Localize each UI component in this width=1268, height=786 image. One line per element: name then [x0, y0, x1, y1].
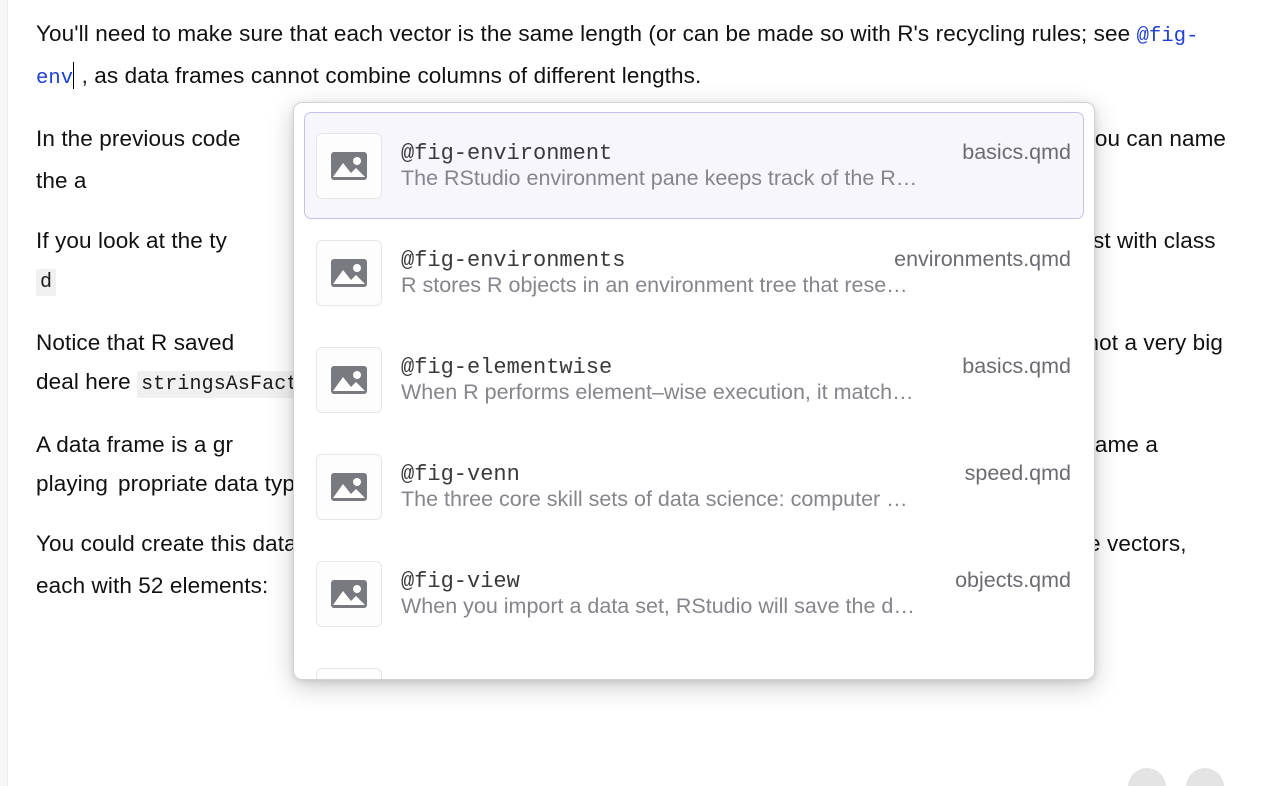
autocomplete-item-body: @fig-environment basics.qmd The RStudio … [401, 140, 1071, 191]
autocomplete-item-title: @fig-venn [401, 462, 520, 487]
autocomplete-item-description: When R performs element–wise execution, … [401, 380, 914, 404]
paragraph-2-text-1: In the previous code [36, 126, 241, 151]
image-placeholder-icon [316, 453, 382, 520]
autocomplete-item-file: environments.qmd [894, 247, 1071, 271]
editor-gutter-strip [0, 0, 8, 786]
autocomplete-item-fig-view[interactable]: @fig-view objects.qmd When you import a … [304, 540, 1084, 647]
paragraph-3-text-1: If you look at the ty [36, 228, 227, 253]
autocomplete-item-title: @fig-elementwise [401, 355, 613, 380]
autocomplete-item-fig-elementwise[interactable]: @fig-elementwise basics.qmd When R perfo… [304, 326, 1084, 433]
autocomplete-item-title: @fig-environments [401, 248, 626, 273]
autocomplete-item-description: R stores R objects in an environment tre… [401, 273, 908, 297]
settings-button[interactable] [1186, 768, 1224, 786]
text-caret [73, 62, 75, 89]
help-button[interactable] [1128, 768, 1166, 786]
autocomplete-item-body: @fig-environments environments.qmd R sto… [401, 247, 1071, 298]
autocomplete-item-description: When you import a data set, RStudio will… [401, 594, 915, 618]
autocomplete-item-fig-venn[interactable]: @fig-venn speed.qmd The three core skill… [304, 433, 1084, 540]
image-placeholder-icon [316, 560, 382, 627]
autocomplete-list: @fig-environment basics.qmd The RStudio … [304, 112, 1084, 679]
autocomplete-item-body: @fig-elementwise basics.qmd When R perfo… [401, 354, 1071, 405]
paragraph-1-text-2: , as data frames cannot combine columns … [75, 63, 702, 88]
paragraph-5-text-1: A data frame is a gr [36, 432, 234, 457]
paragraph-1[interactable]: You'll need to make sure that each vecto… [36, 14, 1232, 98]
autocomplete-item-body: @fig-view objects.qmd When you import a … [401, 568, 1071, 619]
autocomplete-item-title: @fig-view [401, 569, 520, 594]
paragraph-4-text-1: Notice that R saved [36, 330, 241, 355]
autocomplete-item-file: basics.qmd [962, 354, 1071, 378]
image-placeholder-icon [316, 239, 382, 306]
image-placeholder-icon [316, 346, 382, 413]
autocomplete-item-title: @fig-environment [401, 141, 613, 166]
autocomplete-item-fig-environment[interactable]: @fig-environment basics.qmd The RStudio … [304, 112, 1084, 219]
autocomplete-item-file: speed.qmd [964, 461, 1071, 485]
autocomplete-item-description: The three core skill sets of data scienc… [401, 487, 908, 511]
paragraph-1-text-1: You'll need to make sure that each vecto… [36, 21, 1137, 46]
autocomplete-item-body: @fig-venn speed.qmd The three core skill… [401, 461, 1071, 512]
autocomplete-item-partial[interactable] [304, 647, 1084, 679]
autocomplete-item-description: The RStudio environment pane keeps track… [401, 166, 918, 190]
image-placeholder-icon [316, 667, 382, 679]
image-placeholder-icon [316, 132, 382, 199]
autocomplete-item-file: basics.qmd [962, 140, 1071, 164]
autocomplete-item-file: objects.qmd [955, 568, 1071, 592]
crossref-token-fig-env[interactable]: @fig-env [36, 25, 1199, 90]
inline-code-d: d [36, 269, 57, 296]
autocomplete-item-fig-environments[interactable]: @fig-environments environments.qmd R sto… [304, 219, 1084, 326]
crossref-autocomplete-popup[interactable]: @fig-environment basics.qmd The RStudio … [293, 102, 1095, 680]
